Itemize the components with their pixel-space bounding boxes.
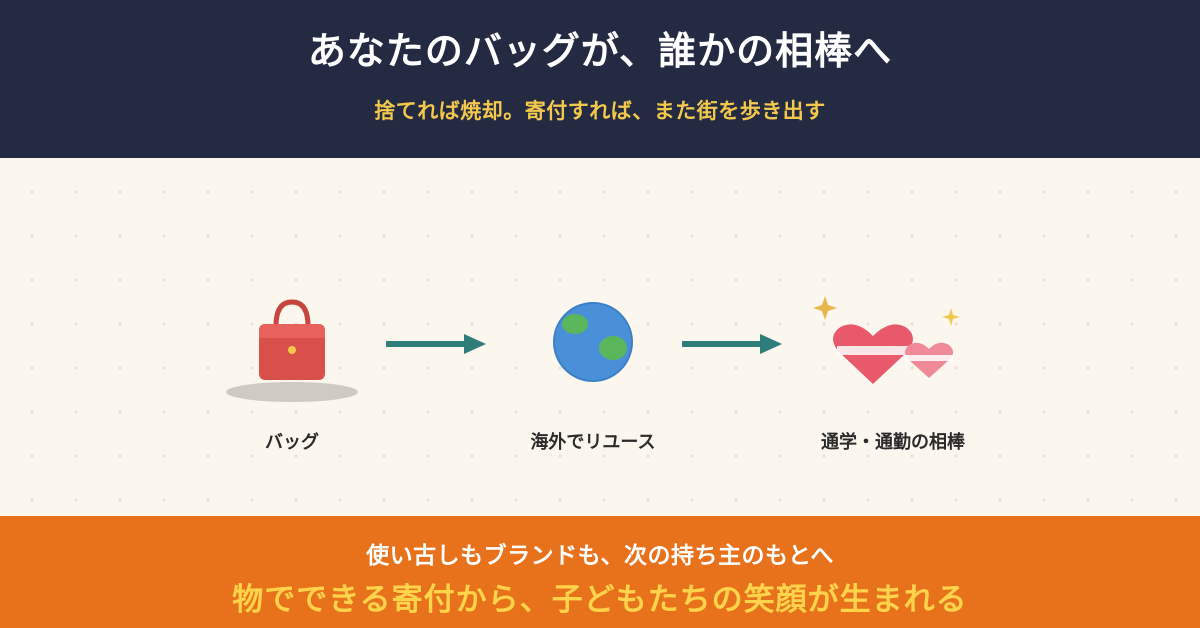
flow-section: バッグ 海外でリユース	[0, 158, 1200, 516]
footer-tagline: 使い古しもブランドも、次の持ち主のもとへ	[366, 543, 834, 569]
footer-headline: 物でできる寄付から、子どもたちの笑顔が生まれる	[232, 582, 968, 618]
globe-icon	[493, 300, 693, 388]
arrow-right-icon	[384, 332, 488, 360]
page-subtitle: 捨てれば焼却。寄付すれば、また街を歩き出す	[374, 99, 826, 123]
hearts-icon	[793, 294, 993, 394]
footer-banner: 使い古しもブランドも、次の持ち主のもとへ 物でできる寄付から、子どもたちの笑顔が…	[0, 516, 1200, 628]
flow-step-label: 海外でリユース	[530, 432, 656, 453]
arrow-right-icon	[680, 332, 784, 360]
header-banner: あなたのバッグが、誰かの相棒へ 捨てれば焼却。寄付すれば、また街を歩き出す	[0, 0, 1200, 158]
flow-step-label: 通学・通勤の相棒	[821, 432, 965, 453]
flow-step-label: バッグ	[265, 432, 319, 453]
page-title: あなたのバッグが、誰かの相棒へ	[307, 29, 893, 73]
bag-icon	[192, 298, 392, 412]
